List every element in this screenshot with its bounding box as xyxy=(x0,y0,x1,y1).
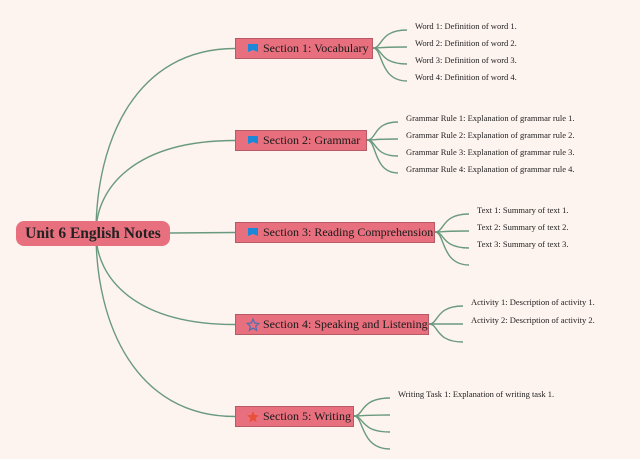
leaf-item[interactable]: Writing Task 1: Explanation of writing t… xyxy=(398,389,555,399)
leaf-item[interactable]: Grammar Rule 1: Explanation of grammar r… xyxy=(406,113,575,123)
branch-connector xyxy=(372,29,408,49)
leaf-item[interactable]: Activity 2: Description of activity 2. xyxy=(471,315,595,325)
branch-connector xyxy=(372,47,408,82)
flag-icon xyxy=(246,42,260,56)
section-node[interactable]: Section 1: Vocabulary xyxy=(235,38,373,59)
section-label: Section 2: Grammar xyxy=(263,133,361,147)
section-node[interactable]: Section 4: Speaking and Listening xyxy=(235,314,429,335)
branch-connector xyxy=(366,121,399,141)
leaf-item[interactable]: Text 2: Summary of text 2. xyxy=(477,222,569,232)
branch-connector xyxy=(366,138,399,141)
section-node[interactable]: Section 2: Grammar xyxy=(235,130,367,151)
root-connector xyxy=(95,139,236,234)
branch-connector xyxy=(434,231,470,266)
leaf-item[interactable]: Word 2: Definition of word 2. xyxy=(415,38,517,48)
branch-connector xyxy=(353,414,391,417)
leaf-item[interactable]: Word 3: Definition of word 3. xyxy=(415,55,517,65)
flag-icon xyxy=(246,134,260,148)
leaf-item[interactable]: Text 3: Summary of text 3. xyxy=(477,239,569,249)
leaf-item[interactable]: Word 4: Definition of word 4. xyxy=(415,72,517,82)
leaf-item[interactable]: Grammar Rule 4: Explanation of grammar r… xyxy=(406,164,575,174)
branch-connector xyxy=(353,397,391,417)
branch-connector xyxy=(428,305,464,325)
root-connector xyxy=(95,232,236,326)
leaf-item[interactable]: Grammar Rule 3: Explanation of grammar r… xyxy=(406,147,575,157)
branch-connector xyxy=(372,46,408,49)
root-connector xyxy=(169,231,236,234)
leaf-item[interactable]: Activity 1: Description of activity 1. xyxy=(471,297,595,307)
branch-connector xyxy=(428,323,464,343)
branch-connector xyxy=(353,415,391,450)
leaf-item[interactable]: Grammar Rule 2: Explanation of grammar r… xyxy=(406,130,575,140)
section-label: Section 5: Writing xyxy=(263,409,351,423)
section-label: Section 3: Reading Comprehension xyxy=(263,225,434,239)
branch-connector xyxy=(372,47,408,65)
branch-connector xyxy=(434,213,470,233)
branch-connector xyxy=(434,231,470,249)
section-node[interactable]: Section 3: Reading Comprehension xyxy=(235,222,435,243)
section-node[interactable]: Section 5: Writing xyxy=(235,406,354,427)
section-label: Section 4: Speaking and Listening xyxy=(263,317,428,331)
branch-connector xyxy=(353,415,391,433)
star-filled-icon xyxy=(246,410,260,424)
branch-connector xyxy=(366,139,399,174)
root-connector xyxy=(95,47,236,234)
leaf-item[interactable]: Text 1: Summary of text 1. xyxy=(477,205,569,215)
star-outline-icon xyxy=(246,317,260,332)
root-connector xyxy=(95,232,236,418)
flag-icon xyxy=(246,226,260,240)
leaf-item[interactable]: Word 1: Definition of word 1. xyxy=(415,21,517,31)
section-label: Section 1: Vocabulary xyxy=(263,41,369,55)
branch-connector xyxy=(434,230,470,233)
root-label: Unit 6 English Notes xyxy=(25,224,161,242)
root-node[interactable]: Unit 6 English Notes xyxy=(16,221,170,246)
